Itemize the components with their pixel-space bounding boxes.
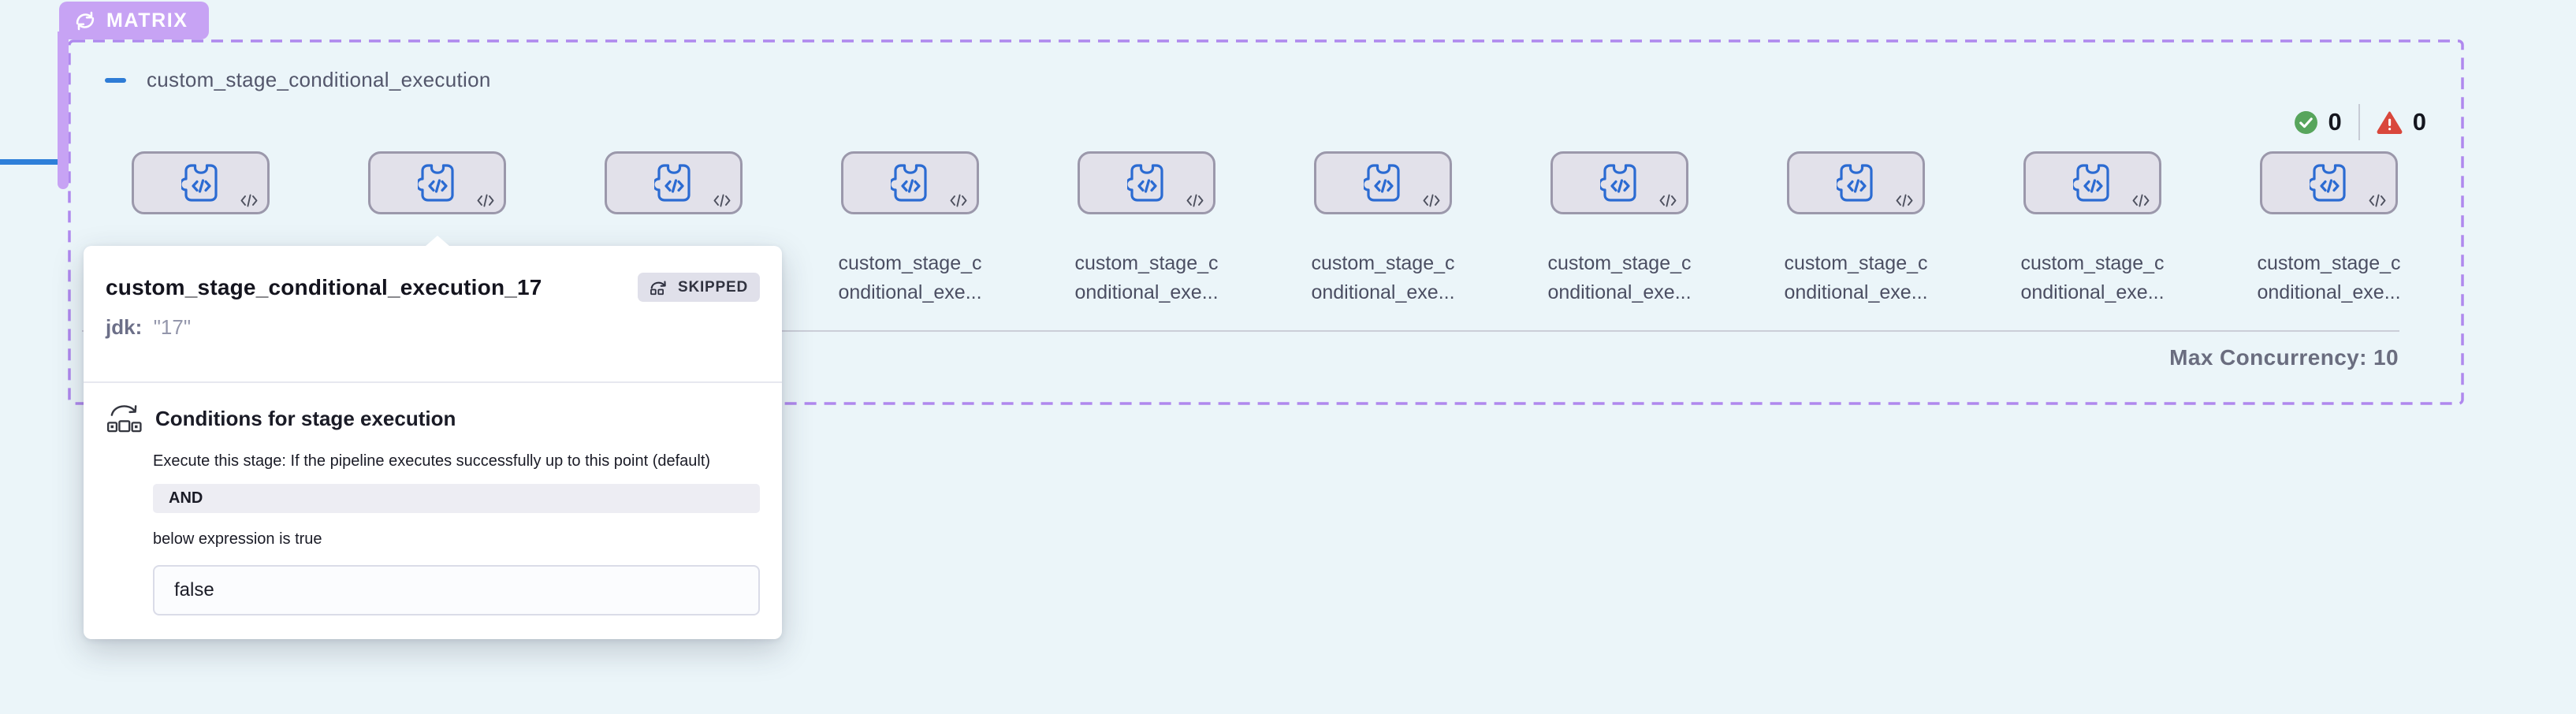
param-key: jdk: [106, 315, 143, 339]
stage-card[interactable] [605, 151, 743, 214]
custom-stage-icon [181, 164, 218, 202]
max-concurrency-label: Max Concurrency: 10 [2169, 345, 2399, 370]
stage-label: custom_stage_c onditional_exe... [1074, 252, 1219, 303]
stage-cell-4: custom_stage_c onditional_exe... [838, 151, 982, 303]
code-icon [1896, 194, 1913, 207]
failed-icon [2377, 111, 2403, 134]
status-badge: SKIPPED [637, 273, 760, 302]
custom-stage-icon [653, 164, 691, 202]
expression-value-field[interactable]: false [153, 565, 760, 615]
stage-cell-1: custom_stage_c onditional_exe... [128, 151, 273, 303]
conditions-description: Execute this stage: If the pipeline exec… [153, 452, 711, 470]
stage-label: custom_stage_c onditional_exe... [2020, 252, 2165, 303]
operator-bar: AND [153, 484, 760, 513]
matrix-header: custom_stage_conditional_execution [105, 68, 491, 92]
code-icon [1659, 194, 1677, 207]
custom-stage-icon [1599, 164, 1636, 202]
expression-hint: below expression is true [153, 530, 322, 548]
status-summary: 0 0 [2294, 104, 2426, 140]
code-icon [713, 194, 731, 207]
code-icon [240, 194, 258, 207]
footer-divider [82, 330, 2399, 332]
stage-card[interactable] [1078, 151, 1215, 214]
code-icon [2369, 194, 2386, 207]
custom-stage-icon [2072, 164, 2109, 202]
stage-card[interactable] [368, 151, 506, 214]
stage-label: custom_stage_c onditional_exe... [1784, 252, 1928, 303]
custom-stage-icon [2309, 164, 2346, 202]
custom-stage-icon [417, 164, 454, 202]
code-icon [950, 194, 967, 207]
stage-tooltip: custom_stage_conditional_execution_17 SK… [84, 236, 782, 639]
status-divider [2358, 104, 2360, 140]
stage-card[interactable] [1550, 151, 1688, 214]
stage-cell-10: custom_stage_c onditional_exe... [2257, 151, 2401, 303]
stage-cell-8: custom_stage_c onditional_exe... [1784, 151, 1928, 303]
failed-count: 0 [2412, 108, 2426, 136]
code-icon [1186, 194, 1204, 207]
stage-card[interactable] [1787, 151, 1925, 214]
collapse-icon[interactable] [105, 77, 126, 83]
stage-label: custom_stage_c onditional_exe... [1311, 252, 1455, 303]
stage-cell-9: custom_stage_c onditional_exe... [2020, 151, 2165, 303]
dashed-border [68, 39, 2464, 405]
custom-stage-icon [890, 164, 927, 202]
stage-cell-7: custom_stage_c onditional_exe... [1547, 151, 1692, 303]
stage-cards-row: custom_stage_c onditional_exe... custom_… [128, 151, 2401, 303]
stage-cell-2: custom_stage_c onditional_exe... [365, 151, 509, 303]
matrix-stage-title: custom_stage_conditional_execution [147, 68, 491, 91]
tooltip-caret [426, 236, 449, 246]
custom-stage-icon [1363, 164, 1400, 202]
stage-cell-5: custom_stage_c onditional_exe... [1074, 151, 1219, 303]
code-icon [2132, 194, 2150, 207]
code-icon [1423, 194, 1440, 207]
custom-stage-icon [1836, 164, 1873, 202]
stage-card[interactable] [841, 151, 979, 214]
matrix-badge-strip [58, 32, 69, 189]
stage-cell-3: custom_stage_c onditional_exe... [601, 151, 746, 303]
stage-cell-6: custom_stage_c onditional_exe... [1311, 151, 1455, 303]
stage-card[interactable] [1314, 151, 1452, 214]
success-count: 0 [2328, 108, 2342, 136]
stage-card[interactable] [132, 151, 270, 214]
stage-params: jdk: "17" [106, 315, 760, 340]
success-icon [2294, 110, 2317, 134]
matrix-stage-container: custom_stage_conditional_execution 0 0 [68, 39, 2464, 405]
tooltip-stage-title: custom_stage_conditional_execution_17 [106, 275, 542, 299]
matrix-badge-label: MATRIX [106, 9, 188, 32]
tooltip-divider [84, 381, 782, 383]
param-value: "17" [153, 315, 192, 339]
pipeline-connector-line [0, 159, 61, 165]
conditional-execution-icon [107, 405, 142, 433]
stage-card[interactable] [2023, 151, 2161, 214]
stage-card[interactable] [2260, 151, 2398, 214]
custom-stage-icon [1126, 164, 1163, 202]
matrix-badge[interactable]: MATRIX [59, 2, 209, 39]
stage-label: custom_stage_c onditional_exe... [838, 252, 982, 303]
code-icon [477, 194, 494, 207]
stage-label: custom_stage_c onditional_exe... [1547, 252, 1692, 303]
skipped-icon [650, 281, 666, 296]
stage-label: custom_stage_c onditional_exe... [2257, 252, 2401, 303]
conditions-heading: Conditions for stage execution [155, 407, 456, 430]
status-badge-label: SKIPPED [677, 278, 748, 296]
loop-icon [76, 11, 95, 30]
